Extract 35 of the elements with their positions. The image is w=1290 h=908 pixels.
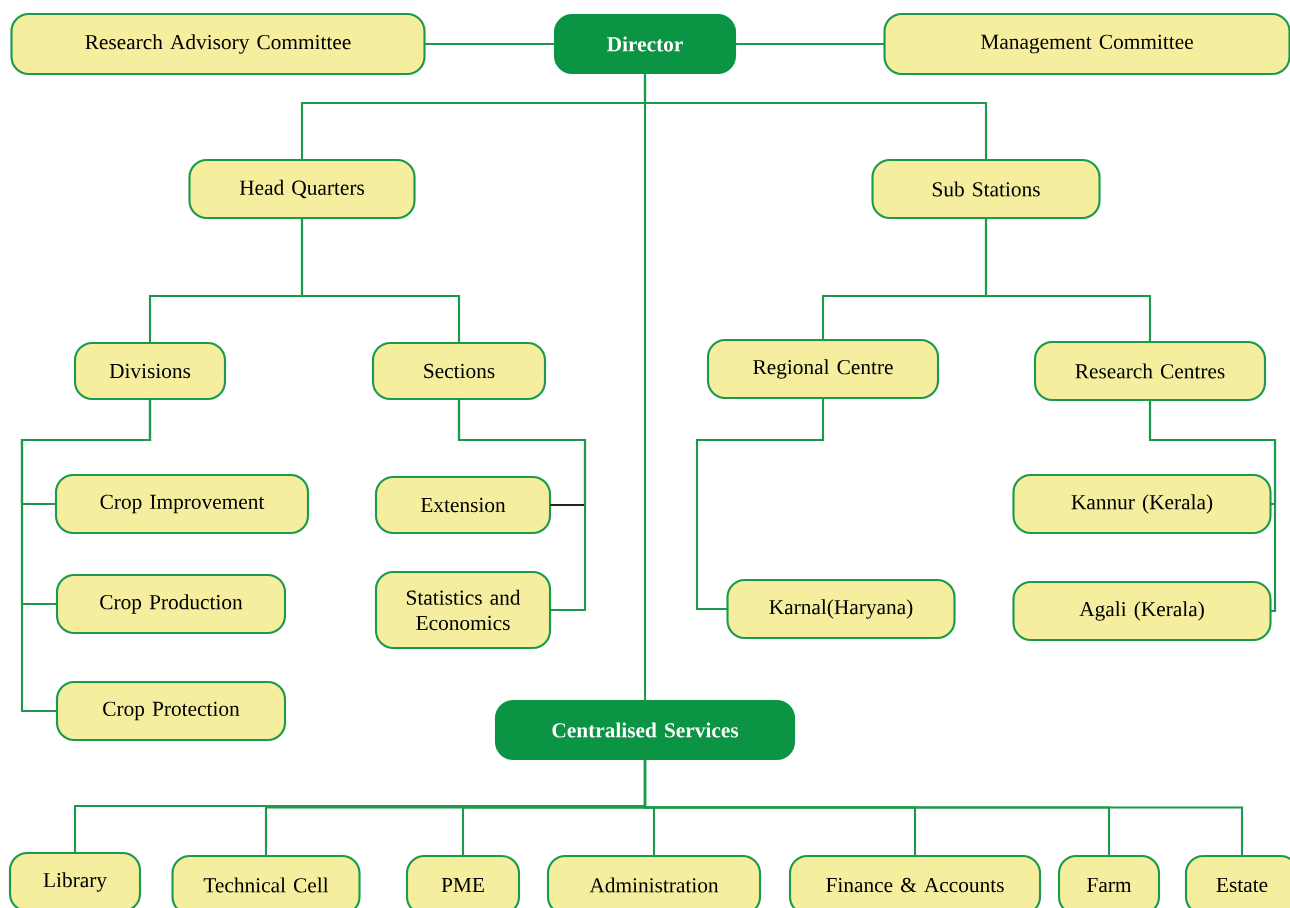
connector-line: [695, 398, 825, 611]
unit-box: Estate: [1184, 854, 1290, 908]
connector-line: [643, 73, 647, 701]
unit-box: Finance & Accounts: [788, 854, 1042, 908]
unit-box: Research Centres: [1033, 340, 1267, 402]
unit-box: Crop Improvement: [54, 473, 310, 535]
unit-box: Agali (Kerala): [1012, 580, 1272, 642]
connector-line: [643, 759, 1244, 856]
unit-box: Farm: [1057, 854, 1161, 908]
unit-box: Kannur (Kerala): [1012, 473, 1272, 535]
unit-box: Extension: [374, 475, 552, 535]
unit-box: Management Committee: [883, 12, 1290, 76]
unit-box: Research Advisory Committee: [10, 12, 426, 76]
unit-box: Divisions: [73, 341, 227, 401]
unit-box: Karnal(Haryana): [726, 578, 956, 640]
connector-line: [984, 218, 1152, 342]
heading-box: Director: [553, 13, 737, 75]
unit-box: Statistics and Economics: [374, 570, 552, 650]
unit-box: Head Quarters: [188, 158, 416, 220]
connector-line: [457, 399, 587, 612]
unit-box: PME: [405, 854, 521, 908]
connector-line: [20, 399, 152, 713]
heading-box: Centralised Services: [494, 699, 796, 761]
unit-box: Sub Stations: [871, 158, 1101, 220]
unit-box: Technical Cell: [171, 854, 361, 908]
connector-line: [735, 42, 885, 46]
connector-line: [1148, 400, 1277, 613]
unit-box: Sections: [371, 341, 547, 401]
unit-box: Regional Centre: [706, 338, 940, 400]
unit-box: Crop Protection: [55, 680, 287, 742]
connector-line: [300, 218, 461, 343]
unit-box: Crop Production: [55, 573, 287, 635]
connector-line: [424, 42, 555, 46]
unit-box: Administration: [546, 854, 762, 908]
unit-box: Library: [8, 851, 142, 908]
